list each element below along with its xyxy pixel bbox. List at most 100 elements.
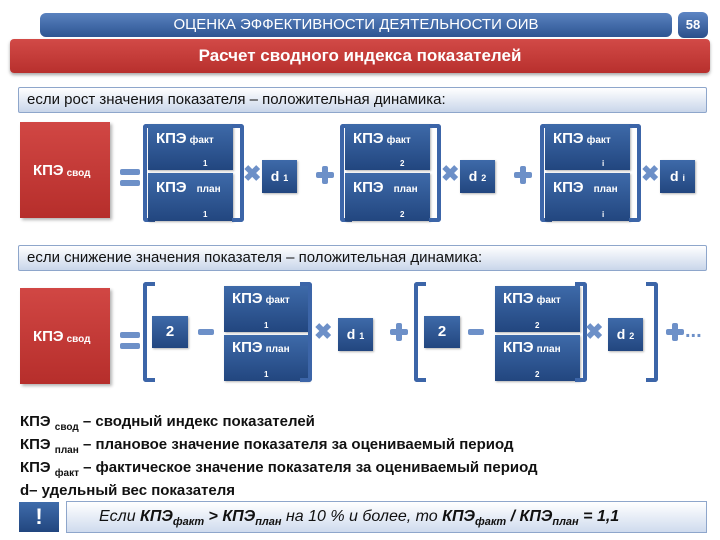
legend-item-weight: d– удельный вес показателя: [20, 482, 235, 499]
equals-icon: [120, 343, 140, 349]
bracket-left: [414, 282, 426, 382]
result-sub: свод: [66, 167, 91, 179]
kpe-label: КПЭ: [353, 130, 384, 147]
kpe-label: КПЭ: [156, 179, 187, 196]
condition-decrease: если снижение значения показателя – поло…: [18, 245, 707, 271]
kpe-sub: факт: [586, 135, 611, 146]
equals-icon: [120, 332, 140, 338]
kpe-sub: план: [536, 344, 561, 355]
kpe-label: КПЭ: [503, 339, 534, 356]
bracket-right: [575, 282, 587, 382]
constant-two: 2: [424, 316, 460, 348]
result-label: КПЭ: [33, 161, 64, 179]
kpe-index: 2: [400, 210, 405, 219]
plus-icon: [322, 166, 328, 184]
kpe-label: КПЭ: [503, 290, 534, 307]
kpe-index: i: [602, 159, 605, 168]
kpe-label: КПЭ: [553, 130, 584, 147]
bracket-left: [143, 282, 155, 382]
kpe-sub: факт: [536, 295, 561, 306]
kpe-index: 2: [535, 370, 540, 379]
page-subtitle: Расчет сводного индекса показателей: [10, 39, 710, 73]
kpe-index: 1: [264, 321, 269, 330]
page-number: 58: [678, 12, 708, 38]
weight-d2: d 2: [460, 160, 495, 193]
kpe-sub: факт: [386, 135, 411, 146]
legend-term: КПЭ: [20, 459, 51, 476]
kpe-label: КПЭ: [232, 339, 263, 356]
multiply-icon: ✖: [441, 161, 460, 186]
note-text: на 10 % и более, то: [281, 508, 443, 525]
kpe-label: КПЭ: [156, 130, 187, 147]
weight-d2: d 2: [608, 318, 643, 351]
kpe-sub: факт: [189, 135, 214, 146]
legend-sub: свод: [54, 422, 79, 433]
note-sub: факт: [172, 516, 205, 528]
kpe-index: i: [602, 210, 605, 219]
bracket-right: [300, 282, 312, 382]
kpe-sub: план: [196, 184, 221, 195]
header-title: ОЦЕНКА ЭФФЕКТИВНОСТИ ДЕЯТЕЛЬНОСТИ ОИВ: [40, 13, 672, 37]
note-kpe: КПЭ: [442, 508, 475, 525]
bracket-right: [232, 124, 244, 222]
note-text: Если: [99, 508, 141, 525]
weight-di: d i: [660, 160, 695, 193]
legend-desc: – плановое значение показателя за оценив…: [82, 436, 514, 453]
multiply-icon: ✖: [314, 319, 333, 344]
note-op: /: [506, 508, 520, 525]
d-index: 2: [629, 331, 635, 341]
note-sub: план: [552, 516, 579, 528]
note-kpe: КПЭ: [140, 508, 173, 525]
legend-desc: – сводный индекс показателей: [82, 413, 315, 430]
legend-term: d: [20, 482, 30, 499]
legend-sub: план: [54, 445, 79, 456]
legend-item-fakt: КПЭ факт – фактическое значение показате…: [20, 459, 538, 479]
result-label: КПЭ: [33, 327, 64, 345]
minus-icon: [468, 329, 484, 335]
d-index: 1: [283, 173, 289, 183]
weight-d1: d 1: [262, 160, 297, 193]
result-sub: свод: [66, 333, 91, 345]
plus-icon: [520, 166, 526, 184]
kpe-index: 1: [264, 370, 269, 379]
d-index: i: [682, 173, 685, 183]
note-sub: план: [255, 516, 282, 528]
kpe-index: 2: [400, 159, 405, 168]
constant-two: 2: [152, 316, 188, 348]
note-sub: факт: [474, 516, 507, 528]
equals-icon: [120, 169, 140, 175]
kpe-sub: план: [265, 344, 290, 355]
kpe-plan-1: КПЭ план 1: [148, 173, 233, 221]
weight-d1: d 1: [338, 318, 373, 351]
kpe-sub: план: [393, 184, 418, 195]
kpe-label: КПЭ: [553, 179, 584, 196]
kpe-index: 1: [203, 210, 208, 219]
minus-icon: [198, 329, 214, 335]
multiply-icon: ✖: [243, 161, 262, 186]
legend-item-plan: КПЭ план – плановое значение показателя …: [20, 436, 514, 456]
d-index: 2: [481, 173, 487, 183]
bracket-right: [629, 124, 641, 222]
d-label: d: [346, 326, 356, 342]
kpe-label: КПЭ: [232, 290, 263, 307]
multiply-icon: ✖: [585, 319, 604, 344]
kpe-index: 1: [203, 159, 208, 168]
legend-term: КПЭ: [20, 436, 51, 453]
legend-term: КПЭ: [20, 413, 51, 430]
plus-icon: [396, 323, 402, 341]
legend-item-svod: КПЭ свод – сводный индекс показателей: [20, 413, 315, 433]
kpe-sub: факт: [265, 295, 290, 306]
d-label: d: [270, 168, 280, 184]
d-index: 1: [359, 331, 365, 341]
legend-desc: – удельный вес показателя: [29, 482, 236, 499]
